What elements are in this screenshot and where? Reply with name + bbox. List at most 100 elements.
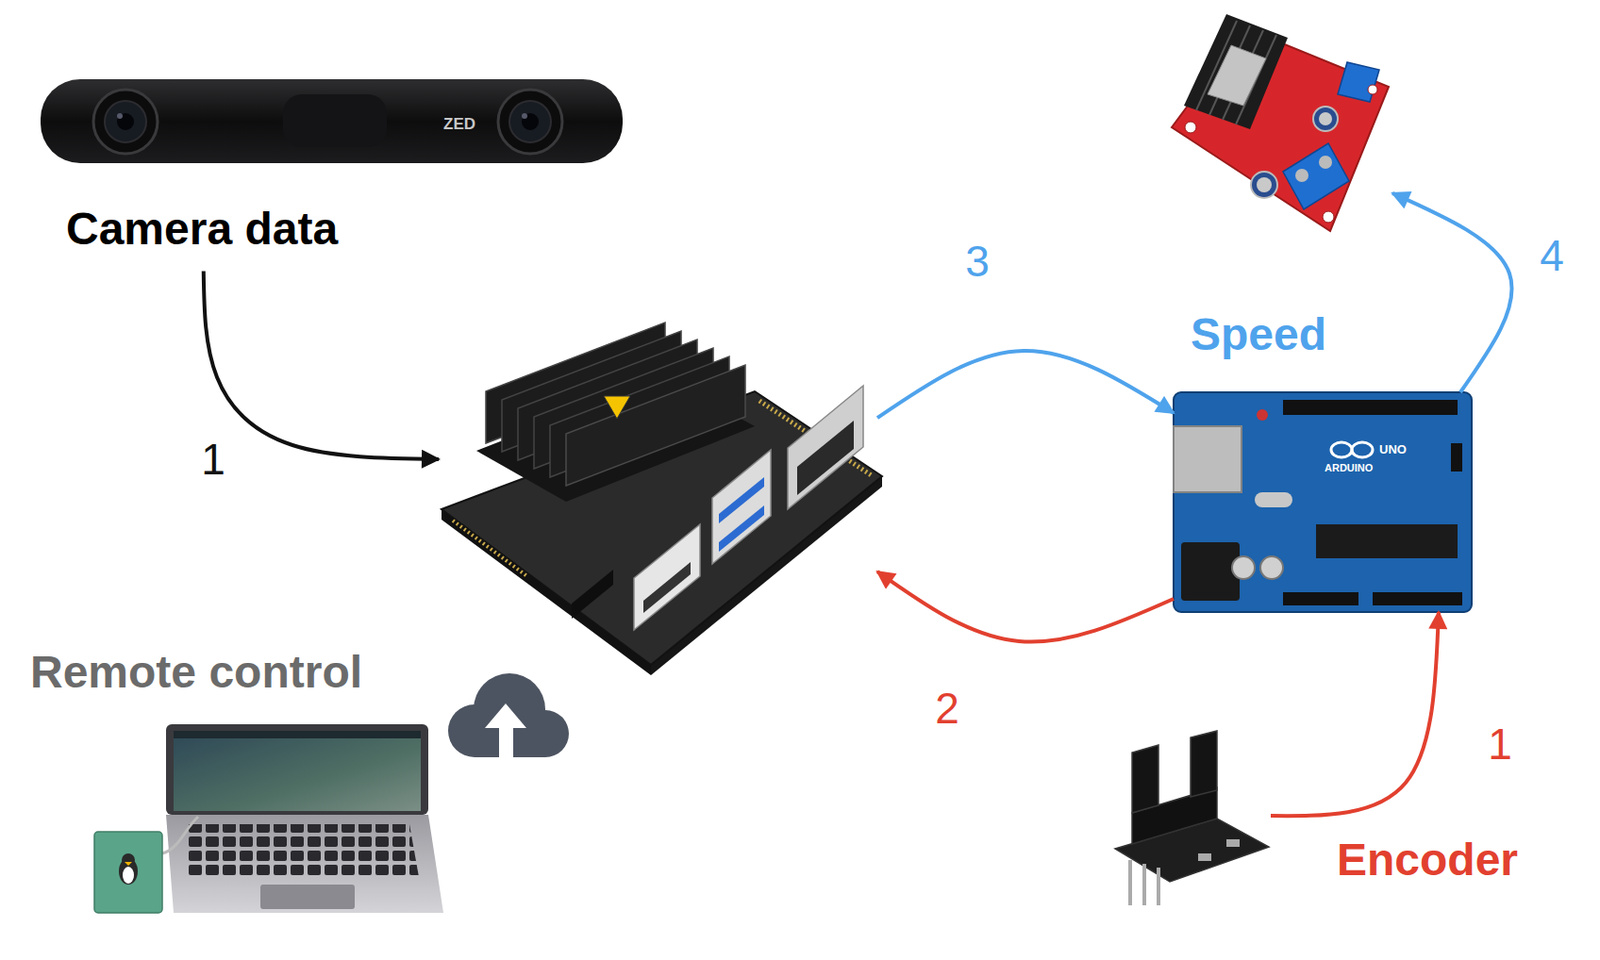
arduino-board: [1254, 492, 1293, 508]
motor-driver: [1337, 62, 1380, 102]
motor-driver: [1184, 121, 1197, 134]
encoder-sensor: [1142, 864, 1147, 906]
jetson-board: [712, 450, 771, 565]
component-title: Encoder: [1336, 833, 1518, 888]
arduino-board: [1316, 524, 1458, 559]
motor-driver: [1322, 211, 1334, 223]
arduino-board: [1232, 556, 1255, 580]
stereo-camera: [283, 94, 387, 148]
stereo-camera: [521, 113, 528, 119]
laptop: [124, 862, 133, 867]
laptop: [166, 815, 444, 914]
stereo-camera: [116, 113, 134, 131]
motor-driver: [1171, 14, 1389, 232]
laptop: [162, 816, 199, 854]
flow-arrow: [1392, 193, 1513, 393]
jetson-board: [452, 520, 529, 578]
motor-driver-node: [1167, 7, 1393, 235]
component-title: Camera data: [66, 201, 338, 257]
board-model-text: UNO: [1379, 442, 1407, 458]
jetson-board: [643, 562, 691, 614]
motor-driver: [1207, 45, 1267, 106]
arduino-board: [1331, 442, 1352, 458]
jetson-board: [633, 524, 700, 631]
camera-node: ZED Camera data: [40, 79, 623, 272]
jetson-board: [797, 420, 854, 496]
callout-number: 3: [965, 235, 990, 288]
arduino-board: [1450, 443, 1463, 472]
encoder-sensor: [1128, 860, 1133, 906]
encoder-node: Encoder: [1112, 739, 1271, 909]
laptop: [94, 832, 163, 914]
laptop: [121, 853, 135, 867]
laptop: [94, 724, 444, 914]
motor-driver: [1367, 84, 1378, 95]
stereo-camera: [116, 113, 123, 119]
arduino-board: [1283, 592, 1359, 606]
stereo-camera: [40, 79, 623, 164]
laptop: [166, 724, 429, 816]
jetson-board: [566, 365, 746, 486]
motor-driver: [1313, 106, 1338, 132]
motor-driver: [1318, 155, 1333, 169]
jetson-board: [571, 569, 614, 619]
flow-arrow: [203, 271, 439, 460]
callout-number: 2: [934, 683, 960, 735]
board-brand-text: ARDUINO: [1324, 462, 1373, 475]
laptop: [173, 731, 421, 812]
arduino-board: [1173, 426, 1242, 493]
laptop: [173, 731, 421, 739]
laptop: [260, 884, 355, 910]
jetson-board: [718, 477, 765, 524]
arduino-board: [1181, 542, 1240, 601]
callout-number: 1: [1487, 718, 1513, 771]
motor-driver: [1183, 14, 1288, 130]
flow-arrow: [877, 571, 1174, 643]
encoder-sensor: [1198, 853, 1212, 862]
jetson-node: [438, 320, 878, 664]
arduino-board: [1260, 556, 1284, 580]
laptop: [118, 858, 138, 885]
jetson-board: [603, 396, 631, 419]
stereo-camera: [93, 89, 158, 154]
arduino-board: [1351, 442, 1373, 458]
cloud-upload-icon: [484, 703, 527, 729]
flow-arrow: [877, 350, 1174, 418]
motor-driver: [1171, 28, 1389, 232]
arduino-node: UNO ARDUINO: [1173, 392, 1472, 613]
motor-driver: [1295, 168, 1309, 183]
brand-text: ZED: [443, 115, 476, 134]
flow-arrow: [1270, 612, 1439, 817]
encoder-sensor: [1156, 867, 1161, 906]
encoder-sensor: [1226, 839, 1240, 848]
motor-driver: [1318, 112, 1333, 126]
motor-driver: [1256, 177, 1272, 193]
arduino-board: [1256, 409, 1268, 421]
signal-label: Speed: [1190, 307, 1327, 363]
arduino-board: [1283, 400, 1458, 416]
jetson-board: [441, 322, 883, 676]
stereo-camera: [498, 89, 563, 154]
callout-number: 1: [200, 433, 226, 486]
laptop-node: Remote control: [28, 641, 538, 916]
encoder-sensor: [1115, 731, 1269, 906]
arduino-board: [1372, 592, 1463, 606]
component-title: Remote control: [30, 645, 363, 700]
motor-driver: [1250, 171, 1278, 199]
motor-driver: [1283, 143, 1350, 210]
arduino-board: [1173, 392, 1472, 613]
stereo-camera: [509, 100, 551, 143]
stereo-camera: [104, 100, 147, 143]
arduino-board: [1173, 392, 1472, 613]
stereo-camera: [521, 113, 539, 131]
laptop: [122, 866, 134, 884]
stereo-camera: [40, 79, 623, 164]
callout-number: 4: [1539, 230, 1565, 283]
encoder-sensor: [1190, 731, 1217, 798]
laptop: [184, 824, 419, 878]
